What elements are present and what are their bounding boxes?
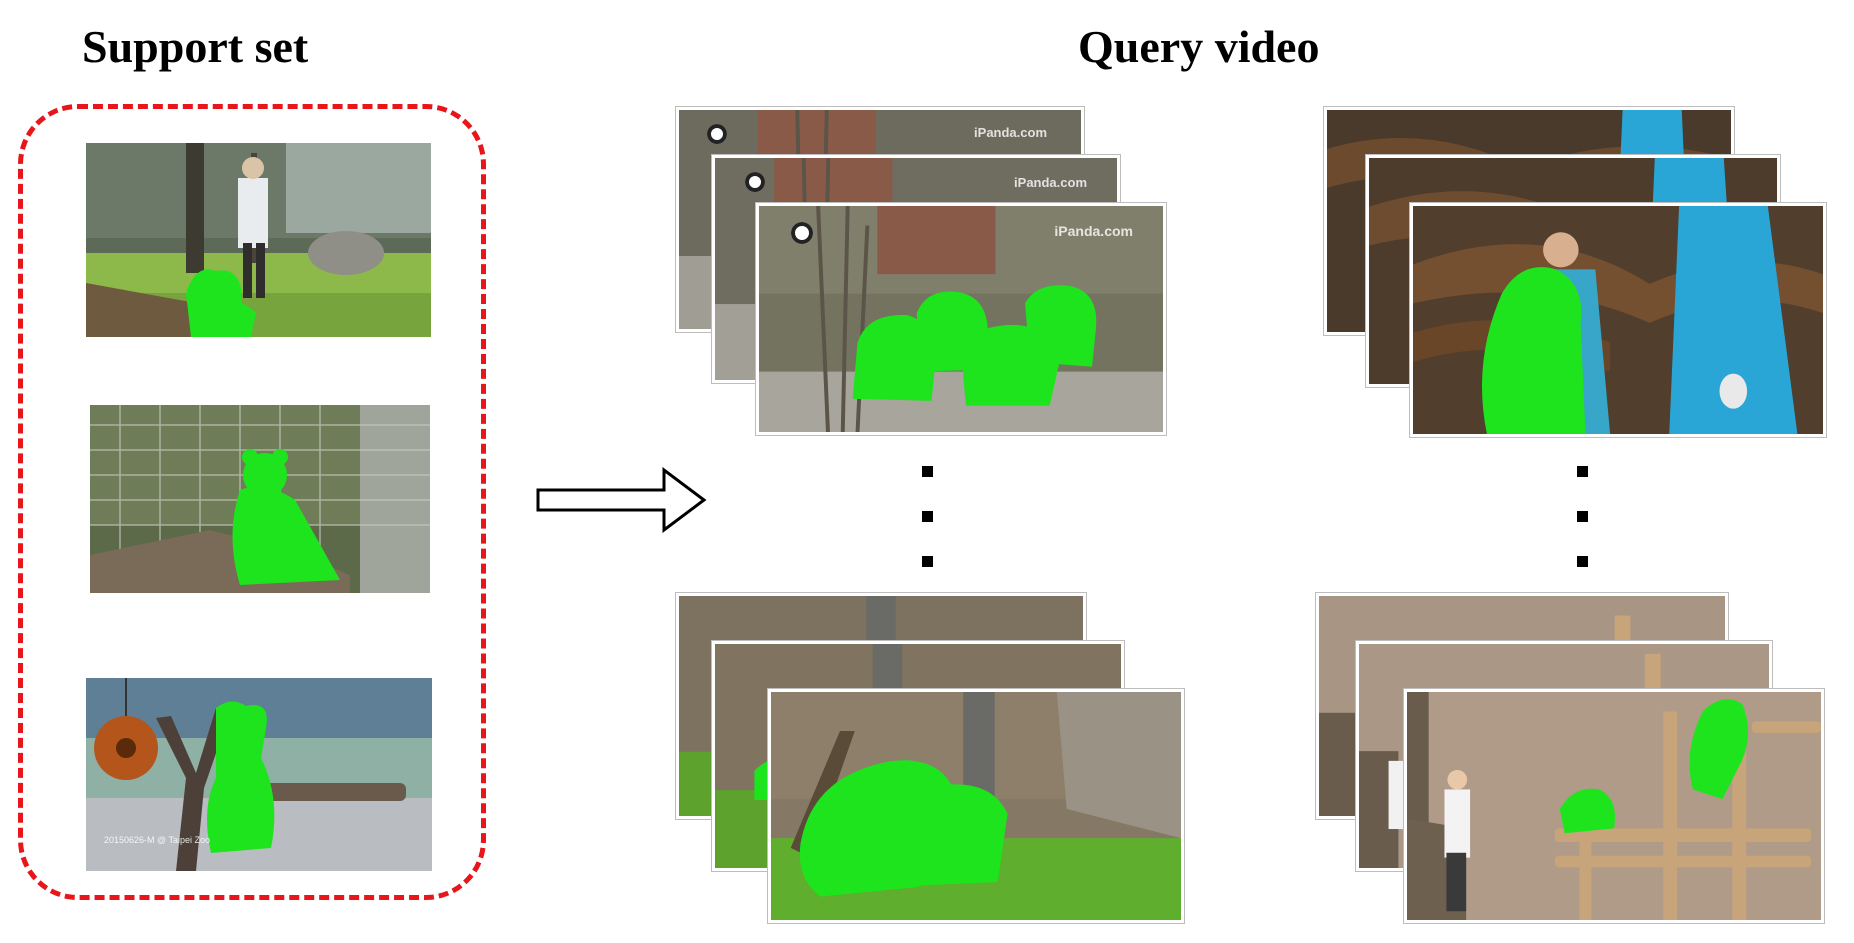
query-watermark-1a: iPanda.com	[974, 125, 1047, 140]
query-watermark-1b: iPanda.com	[1014, 175, 1087, 190]
support-frame-1	[86, 143, 431, 337]
query-video-2-top-frame-front	[1410, 203, 1826, 437]
query-video-2-bottom-frame-front	[1404, 689, 1824, 923]
right-arrow-icon	[536, 467, 707, 533]
query-watermark-1c: iPanda.com	[1054, 223, 1133, 239]
panda-logo-icon	[791, 222, 813, 244]
query-video-1-bottom-frame-front	[768, 689, 1184, 923]
panda-logo-icon	[745, 172, 765, 192]
support-frame-2	[90, 405, 430, 593]
support-set-title: Support set	[82, 21, 309, 72]
ellipsis-dots-icon	[1577, 466, 1589, 601]
support-frame-3: 20150626-M @ Taipei Zoo	[86, 678, 432, 871]
support-frame-3-timestamp: 20150626-M @ Taipei Zoo	[104, 835, 211, 845]
support-set-box	[18, 104, 486, 900]
panda-logo-icon	[707, 124, 727, 144]
query-video-title: Query video	[1078, 21, 1320, 72]
query-video-1-top-frame-front: iPanda.com	[756, 203, 1166, 435]
ellipsis-dots-icon	[922, 466, 934, 601]
